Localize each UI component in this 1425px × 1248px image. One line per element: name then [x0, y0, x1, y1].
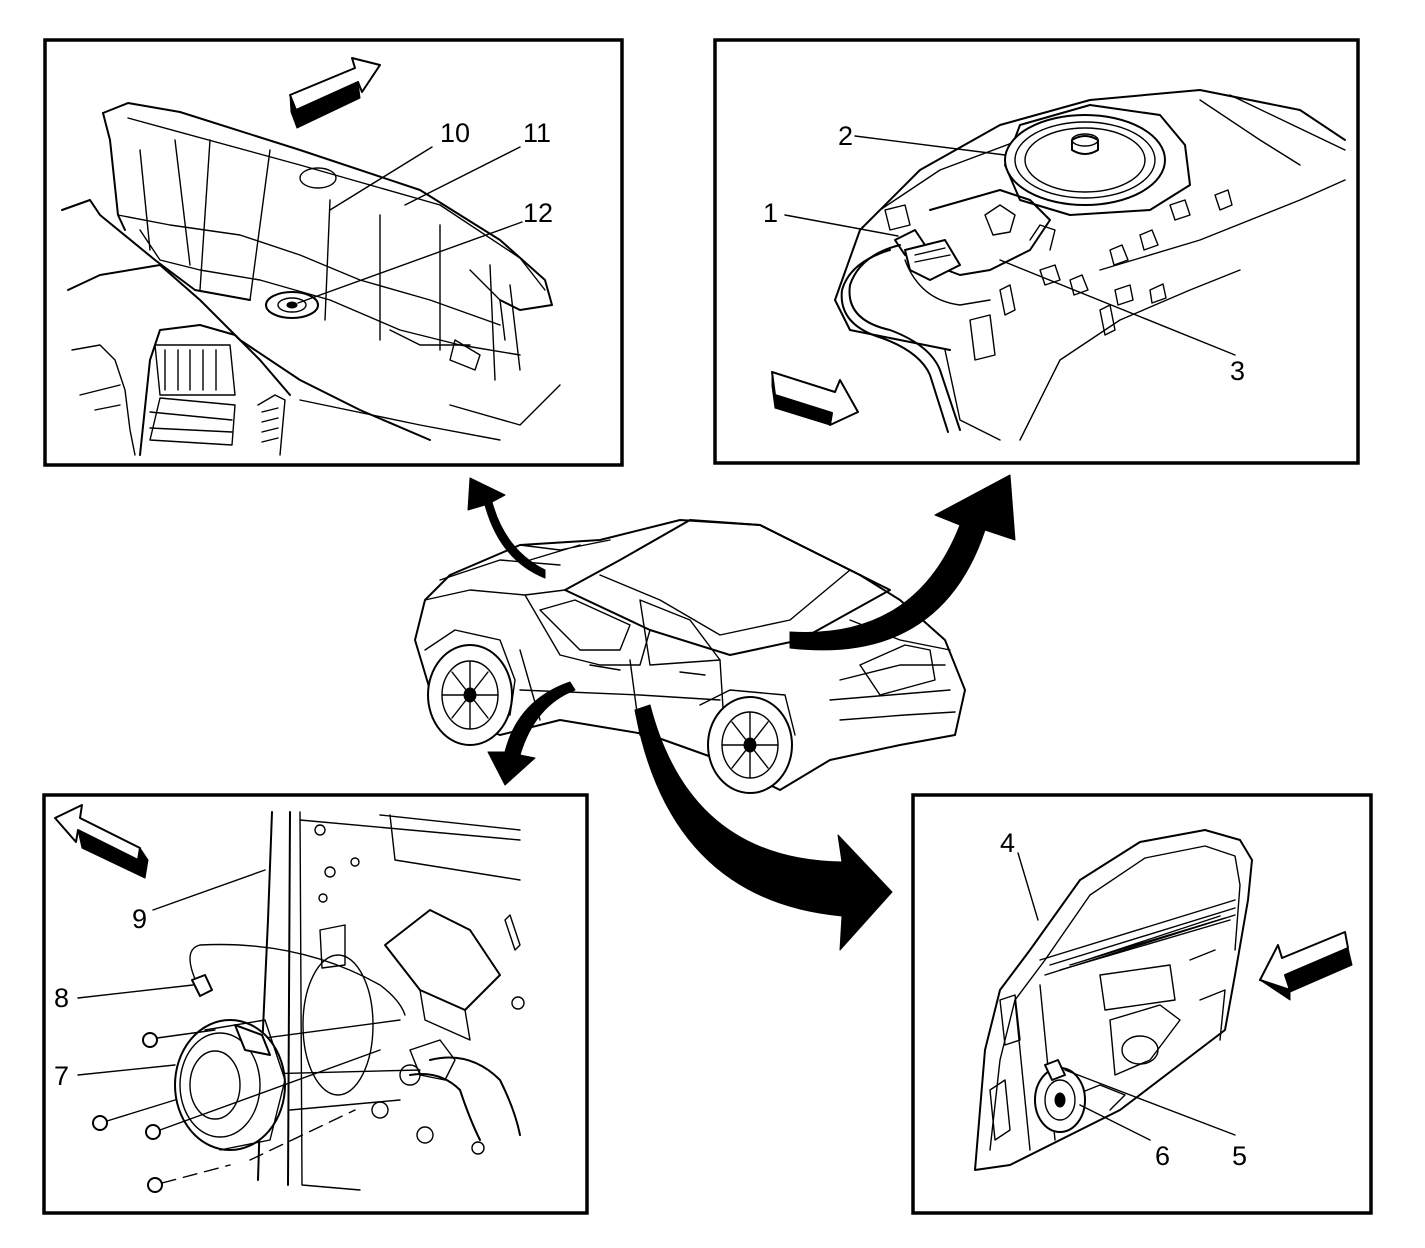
callout-2: 2	[838, 121, 853, 151]
direction-arrow-icon	[1259, 931, 1353, 1001]
rear-wheel	[707, 696, 793, 794]
direction-arrow-icon	[289, 57, 381, 129]
leader-line-5	[1064, 1069, 1236, 1136]
leader-line-6	[1079, 1104, 1151, 1141]
rear-door-speaker	[1034, 1067, 1086, 1133]
panel-front-door-speaker: 8 7 9	[42, 793, 589, 1215]
speaker-wire	[189, 943, 406, 1016]
callout-4: 4	[1000, 828, 1015, 858]
direction-arrow-icon	[771, 371, 859, 426]
panel-frame-bottom-right	[911, 793, 1373, 1215]
front-wheel	[427, 644, 513, 746]
panel-rear-shelf-speaker: 2 1 3	[713, 38, 1360, 465]
speaker-opening	[302, 954, 374, 1096]
instrument-panel-upper-trim	[102, 102, 553, 381]
leader-line-3	[999, 259, 1236, 356]
panel-rear-door-speaker: 4 5 6	[911, 793, 1373, 1215]
direction-arrow-icon	[54, 804, 149, 879]
panel-instrument-panel-speakers: 10 11 12	[43, 38, 624, 467]
callout-10: 10	[440, 118, 470, 148]
leader-line-4	[1017, 852, 1039, 921]
curved-pointer-arrow-icon	[634, 704, 893, 951]
callout-1: 1	[763, 198, 778, 228]
leader-line-10	[329, 146, 433, 211]
rear-door-speaker-connector	[1044, 1059, 1066, 1081]
wire-clip	[191, 974, 213, 997]
front-door-inner-panel	[257, 811, 525, 1191]
leader-line-7	[77, 1064, 176, 1076]
callout-12: 12	[523, 198, 553, 228]
rear-shelf-body	[834, 89, 1346, 441]
callout-8: 8	[54, 983, 69, 1013]
callout-9: 9	[132, 904, 147, 934]
rear-speaker-bracket	[919, 189, 1056, 276]
instrument-panel-speaker	[265, 291, 319, 319]
rear-shelf-speaker	[1004, 104, 1191, 216]
callout-5: 5	[1232, 1141, 1247, 1171]
curved-pointer-arrow-icon	[467, 477, 546, 579]
callout-7: 7	[54, 1061, 69, 1091]
callout-6: 6	[1155, 1141, 1170, 1171]
curved-pointer-arrow-icon	[487, 681, 576, 786]
rear-speaker-wiring-harness	[840, 244, 991, 433]
leader-line-9	[152, 869, 266, 911]
door-wiring-harness	[409, 1056, 521, 1141]
speaker-screw	[92, 1029, 381, 1193]
rear-speaker-connector	[894, 229, 961, 281]
dashboard-center-stack	[61, 199, 561, 456]
leader-line-11	[404, 146, 521, 206]
leader-line-12	[297, 221, 523, 304]
leader-line-8	[77, 984, 194, 999]
leader-line-1	[784, 214, 899, 237]
curved-pointer-arrow-icon	[789, 474, 1016, 651]
callout-3: 3	[1230, 356, 1245, 386]
front-door-speaker	[174, 1019, 286, 1151]
callout-11: 11	[523, 118, 551, 148]
rear-door-frame	[974, 829, 1253, 1171]
leader-line-2	[854, 135, 1006, 156]
